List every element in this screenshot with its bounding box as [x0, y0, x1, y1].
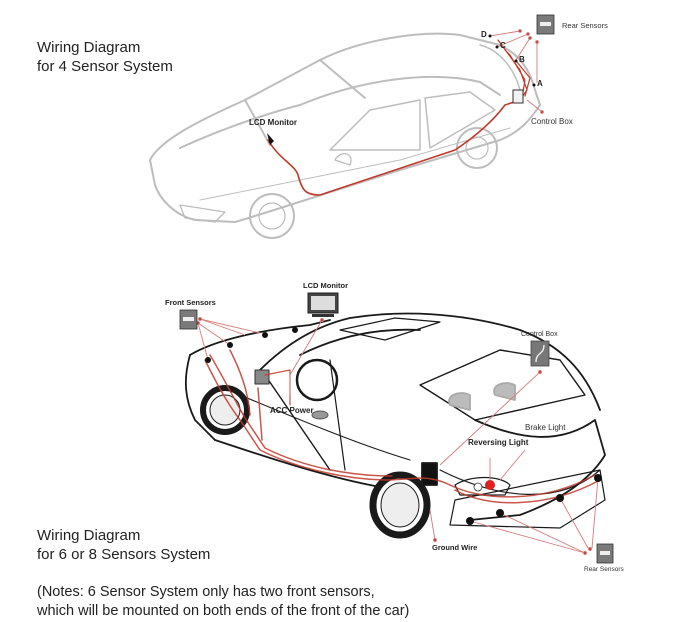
top-rear-sensors-icon [536, 14, 555, 35]
top-sensor-leaders [489, 29, 544, 114]
top-control-box-label: Control Box [531, 117, 573, 126]
notes-text: (Notes: 6 Sensor System only has two fro… [37, 583, 409, 621]
top-control-box-icon [512, 89, 524, 104]
ground-wire-label: Ground Wire [432, 543, 478, 552]
top-title-line2: for 4 Sensor System [37, 58, 173, 75]
bottom-rear-sensors-label: Rear Sensors [584, 566, 624, 573]
bottom-sensor-dots [205, 327, 602, 525]
bottom-control-box-label: Control Box [521, 331, 558, 338]
notes-line2: which will be mounted on both ends of th… [37, 603, 410, 619]
top-sensor-dots [488, 34, 536, 87]
top-diagram-title: Wiring Diagram for 4 Sensor System [37, 38, 173, 76]
notes-line1: (Notes: 6 Sensor System only has two fro… [37, 584, 375, 600]
bottom-rear-sensors-icon [596, 543, 614, 564]
sensor-point-a: A [537, 79, 543, 88]
bottom-title-line2: for 6 or 8 Sensors System [37, 546, 211, 563]
bottom-wiring [204, 349, 601, 504]
top-car-body [149, 32, 541, 239]
bottom-control-box-icon [530, 340, 550, 367]
reversing-light-lamp [473, 482, 483, 492]
bottom-lcd-monitor-label: LCD Monitor [303, 281, 348, 290]
bottom-title-line1: Wiring Diagram [37, 527, 141, 544]
sensor-point-c: C [500, 41, 506, 50]
top-lcd-monitor-icon [267, 133, 274, 145]
acc-power-label: ACC Power [270, 406, 314, 415]
top-lcd-monitor-label: LCD Monitor [249, 118, 297, 127]
brake-light-lamp [485, 480, 495, 490]
bottom-diagram-title: Wiring Diagram for 6 or 8 Sensors System [37, 526, 210, 564]
bottom-car-body [185, 312, 606, 539]
sensor-point-d: D [481, 30, 487, 39]
brake-light-label: Brake Light [525, 423, 566, 432]
bottom-lcd-monitor-icon [307, 292, 339, 317]
top-title-line1: Wiring Diagram [37, 39, 141, 56]
reversing-light-label: Reversing Light [468, 438, 529, 447]
front-sensors-icon [179, 309, 198, 330]
bottom-leaders [196, 317, 599, 555]
front-sensors-label: Front Sensors [165, 298, 216, 307]
sensor-point-b: B [519, 55, 525, 64]
top-rear-sensors-label: Rear Sensors [562, 21, 608, 30]
